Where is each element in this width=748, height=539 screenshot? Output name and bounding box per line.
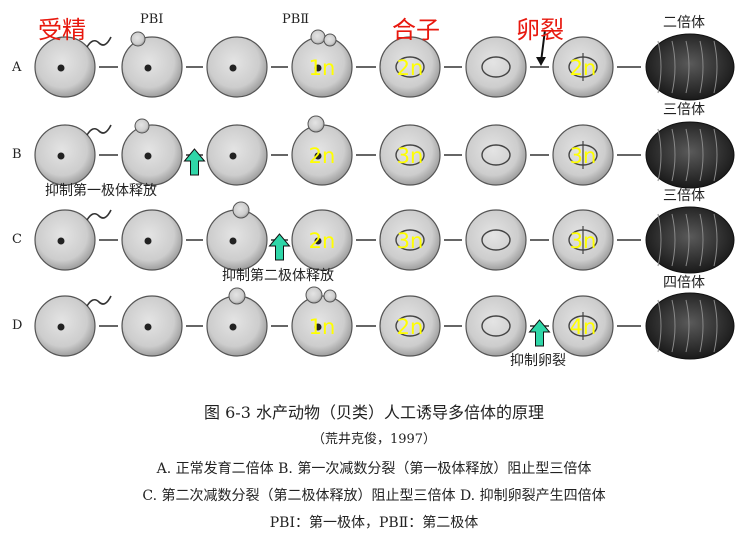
header-fertilization: 受精 — [38, 10, 86, 45]
ploidy-label: 1n — [309, 315, 336, 339]
cell — [466, 125, 526, 185]
sperm-tail — [87, 210, 111, 220]
row-c: 2n 3n 3n — [35, 202, 734, 273]
polar-body — [131, 32, 145, 46]
cell — [35, 296, 95, 356]
polar-body — [306, 287, 322, 303]
note-c: 抑制第二极体释放 — [222, 265, 334, 285]
row-label-c: C — [12, 232, 22, 247]
cell — [207, 37, 267, 97]
cell — [207, 296, 267, 356]
nucleus — [230, 65, 237, 72]
nucleus — [58, 238, 65, 245]
cell — [35, 125, 95, 185]
ploidy-label: 3n — [570, 144, 597, 168]
ploidy-label: 2n — [397, 315, 424, 339]
inhibit-arrow — [270, 234, 290, 260]
cell — [35, 210, 95, 270]
header-pb1: PBⅠ — [140, 12, 163, 27]
row-label-a: A — [12, 60, 21, 75]
nucleus — [145, 324, 152, 331]
nucleus — [145, 238, 152, 245]
nucleus — [58, 65, 65, 72]
sperm-tail — [87, 296, 111, 306]
ploidy-label: 3n — [397, 229, 424, 253]
ploidy-label: 2n — [397, 56, 424, 80]
cell — [466, 210, 526, 270]
cell — [466, 37, 526, 97]
polar-body — [308, 116, 324, 132]
note-d: 抑制卵裂 — [510, 350, 566, 370]
result-a: 二倍体 — [663, 12, 705, 32]
nucleus — [230, 324, 237, 331]
cell — [207, 125, 267, 185]
row-label-b: B — [12, 147, 22, 162]
polar-body — [311, 30, 325, 44]
polar-body — [229, 288, 245, 304]
embryo — [646, 207, 734, 273]
ploidy-label: 4n — [570, 315, 597, 339]
embryo — [646, 122, 734, 188]
nucleus — [230, 153, 237, 160]
cell — [122, 125, 182, 185]
result-c: 三倍体 — [663, 185, 705, 205]
result-b: 三倍体 — [663, 99, 705, 119]
sperm-tail — [87, 37, 111, 47]
note-b: 抑制第一极体释放 — [45, 180, 157, 200]
ploidy-label: 2n — [309, 229, 336, 253]
nucleus — [145, 65, 152, 72]
row-label-d: D — [12, 318, 22, 333]
caption-line2: C. 第二次减数分裂（第二极体释放）阻止型三倍体 D. 抑制卵裂产生四倍体 — [0, 485, 748, 505]
cell — [122, 296, 182, 356]
header-cleavage: 卵裂 — [516, 10, 564, 45]
caption-line3: PBⅠ：第一极体，PBⅡ：第二极体 — [0, 512, 748, 532]
caption-source: （荒井克俊，1997） — [0, 428, 748, 447]
row-d: 1n 2n 4n — [35, 287, 734, 359]
header-pb2: PBⅡ — [282, 12, 309, 27]
cell — [122, 37, 182, 97]
polar-body — [324, 34, 336, 46]
result-d: 四倍体 — [663, 272, 705, 292]
cell — [466, 296, 526, 356]
embryo — [646, 34, 734, 100]
nucleus — [230, 238, 237, 245]
ploidy-label: 2n — [570, 56, 597, 80]
row-b: 2n 3n 3n — [35, 116, 734, 188]
nucleus — [145, 153, 152, 160]
nucleus — [58, 153, 65, 160]
cell — [35, 37, 95, 97]
polar-body — [135, 119, 149, 133]
polar-body — [324, 290, 336, 302]
header-zygote: 合子 — [392, 10, 440, 45]
ploidy-label: 3n — [570, 229, 597, 253]
cell — [207, 210, 267, 270]
inhibit-arrow — [530, 320, 550, 346]
row-a: 1n 2n 2n — [35, 30, 734, 100]
caption-title: 图 6-3 水产动物（贝类）人工诱导多倍体的原理 — [0, 399, 748, 423]
pointer-arrowhead — [536, 57, 546, 66]
ploidy-label: 1n — [309, 56, 336, 80]
nucleus — [58, 324, 65, 331]
sperm-tail — [87, 125, 111, 135]
polar-body — [233, 202, 249, 218]
caption-line1: A. 正常发育二倍体 B. 第一次减数分裂（第一极体释放）阻止型三倍体 — [0, 458, 748, 478]
embryo — [646, 293, 734, 359]
inhibit-arrow — [185, 149, 205, 175]
ploidy-label: 3n — [397, 144, 424, 168]
cell — [122, 210, 182, 270]
ploidy-label: 2n — [309, 144, 336, 168]
